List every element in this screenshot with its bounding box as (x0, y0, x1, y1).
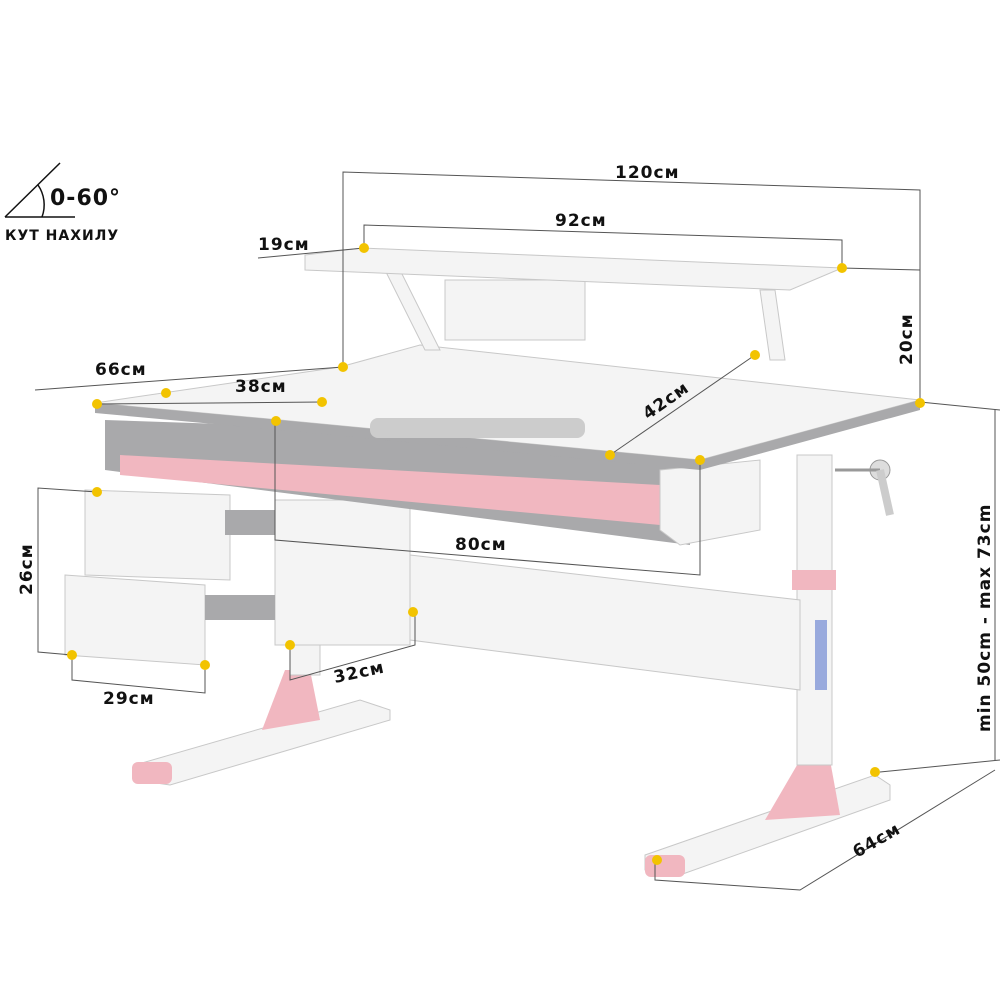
measurement-points (67, 243, 925, 865)
desk-depth-label: 66см (95, 360, 147, 380)
side-depth-label: 38см (235, 377, 287, 397)
dimension-lines (34, 171, 1000, 891)
desk-illustration (64, 247, 921, 877)
tilt-angle-icon (4, 162, 75, 218)
tilt-angle-label: 0-60° (50, 186, 121, 211)
drawer-width-label: 80см (455, 535, 507, 555)
shelf-height-label: 20см (897, 313, 917, 365)
cabinet-depth-label: 32см (332, 658, 387, 688)
shelf-width-label: 92см (555, 211, 607, 231)
height-range-label: min 50cm - max 73cm (975, 504, 995, 732)
cabinet-height-label: 26см (17, 543, 37, 595)
total-width-label: 120см (615, 163, 679, 183)
base-depth-label: 64см (850, 819, 905, 862)
shelf-depth-label: 19см (258, 235, 310, 255)
tilt-caption: КУТ НАХИЛУ (5, 228, 119, 244)
cabinet-width-label: 29см (103, 689, 155, 709)
